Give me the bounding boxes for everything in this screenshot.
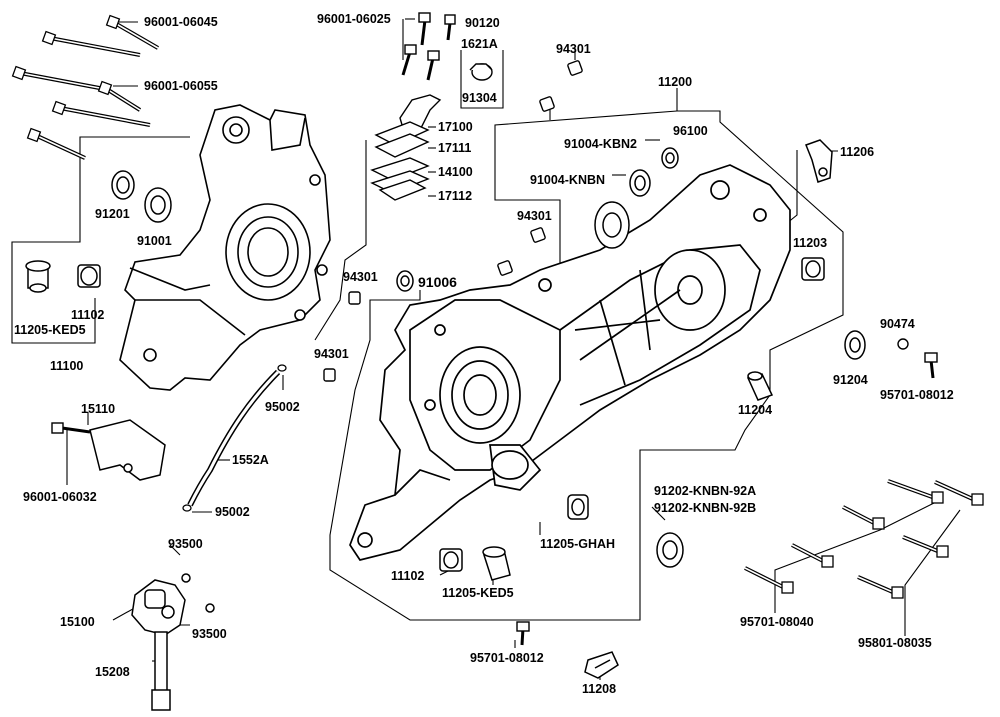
washer-90474 (897, 338, 909, 350)
label-17111: 17111 (438, 141, 471, 155)
main-crankcase (349, 164, 791, 561)
label-11205-KED5-bottom: 11205-KED5 (442, 586, 514, 600)
bolt-95701-08012-bottom (516, 621, 530, 646)
label-96001-06045: 96001-06045 (144, 15, 218, 29)
label-91001: 91001 (137, 234, 172, 248)
label-91202-KNBN-92A: 91202-KNBN-92A (654, 484, 756, 498)
label-91004-KBN2: 91004-KBN2 (564, 137, 637, 151)
label-94301-low: 94301 (314, 347, 349, 361)
label-1552A: 1552A (232, 453, 269, 467)
label-95701-08012-right: 95701-08012 (880, 388, 954, 402)
label-11208: 11208 (582, 682, 616, 696)
label-93500-top: 93500 (168, 537, 203, 551)
label-15208: 15208 (95, 665, 130, 679)
label-91201: 91201 (95, 207, 130, 221)
bushing-11205-GHAH (567, 494, 589, 520)
label-95002-top: 95002 (265, 400, 300, 414)
bolt-96001-06032 (51, 422, 91, 434)
clip-11208 (584, 651, 619, 679)
bolt-96001-06055-c (26, 127, 86, 160)
seal-91204 (844, 330, 866, 360)
seal-91006 (396, 270, 414, 292)
clamp-95002 (182, 364, 287, 512)
oil-seal-96100 (661, 147, 679, 169)
label-91004-KNBN: 91004-KNBN (530, 173, 605, 187)
label-94301-left: 94301 (343, 270, 378, 284)
label-11203: 11203 (793, 236, 827, 250)
screw-90120 (444, 14, 456, 41)
label-14100: 14100 (438, 165, 473, 179)
dowel-94301-left (348, 291, 361, 305)
label-93500-low: 93500 (192, 627, 227, 641)
label-96001-06025: 96001-06025 (317, 12, 391, 26)
label-95701-08040: 95701-08040 (740, 615, 814, 629)
bolt-96001-06055-a (51, 100, 151, 127)
bearing-91004-KBN2 (629, 169, 651, 197)
label-91204: 91204 (833, 373, 868, 387)
bolt-96001-06045-a (41, 30, 141, 57)
label-11102-bottom: 11102 (391, 569, 424, 583)
bolt-96001-06055-b (97, 80, 142, 112)
bolt-group-95701-08040 (744, 479, 944, 594)
oil-pump-15100 (131, 573, 215, 636)
bushing-11102-bottom (439, 548, 463, 572)
bushing-11205-KED5-bottom (482, 546, 511, 581)
bearing-91004-KNBN (594, 201, 630, 249)
part-labels: 96001-06045 96001-06055 96001-06025 9012… (14, 12, 954, 696)
label-91202-KNBN-92B: 91202-KNBN-92B (654, 501, 756, 515)
label-1621A: 1621A (461, 37, 498, 51)
label-91006: 91006 (418, 274, 457, 290)
label-15100: 15100 (60, 615, 95, 629)
plug-91304 (469, 63, 493, 81)
bushing-11205-KED5-left (25, 260, 51, 293)
left-crankcase-housing (119, 104, 331, 391)
label-95002-low: 95002 (215, 505, 250, 519)
bushing-11203 (801, 257, 825, 281)
dowel-94301-low (323, 368, 336, 382)
label-11100: 11100 (50, 359, 83, 373)
label-17100: 17100 (438, 120, 473, 134)
bearing-91201 (111, 170, 135, 200)
label-90474: 90474 (880, 317, 915, 331)
long-bolts-group (11, 14, 160, 160)
bearing-91001 (144, 187, 172, 223)
label-96001-06055: 96001-06055 (144, 79, 218, 93)
drive-shaft-15208 (151, 631, 171, 711)
bolt-96001-06045-b (105, 14, 160, 50)
label-94301-mid: 94301 (517, 209, 552, 223)
label-11206: 11206 (840, 145, 874, 159)
label-95701-08012-bottom: 95701-08012 (470, 651, 544, 665)
oil-hose-1552A (187, 369, 281, 507)
pin-11204 (746, 371, 774, 401)
label-11205-KED5-left: 11205-KED5 (14, 323, 86, 337)
label-11102-left: 11102 (71, 308, 104, 322)
bracket-15110 (89, 419, 166, 481)
seal-91202-KNBN (656, 532, 684, 568)
label-95801-08035: 95801-08035 (858, 636, 932, 650)
label-11204: 11204 (738, 403, 772, 417)
bolt-group-95801-08035 (857, 480, 984, 599)
label-94301-top: 94301 (556, 42, 591, 56)
dowel-94301-mid (497, 227, 546, 276)
label-11200: 11200 (658, 75, 692, 89)
bolts-96001-06025 (401, 12, 440, 81)
bracket-11206 (805, 139, 833, 183)
label-11205-GHAH: 11205-GHAH (540, 537, 615, 551)
label-91304: 91304 (462, 91, 497, 105)
label-96001-06032: 96001-06032 (23, 490, 97, 504)
label-17112: 17112 (438, 189, 472, 203)
label-96100: 96100 (673, 124, 708, 138)
bolt-95701-08012-right (924, 352, 938, 379)
label-15110: 15110 (81, 402, 115, 416)
bolt-96001-06045-c (11, 65, 111, 92)
reed-valve-assembly (370, 94, 442, 201)
dowel-94301-top (539, 60, 583, 112)
label-90120: 90120 (465, 16, 500, 30)
bushing-11102-left (77, 264, 101, 288)
